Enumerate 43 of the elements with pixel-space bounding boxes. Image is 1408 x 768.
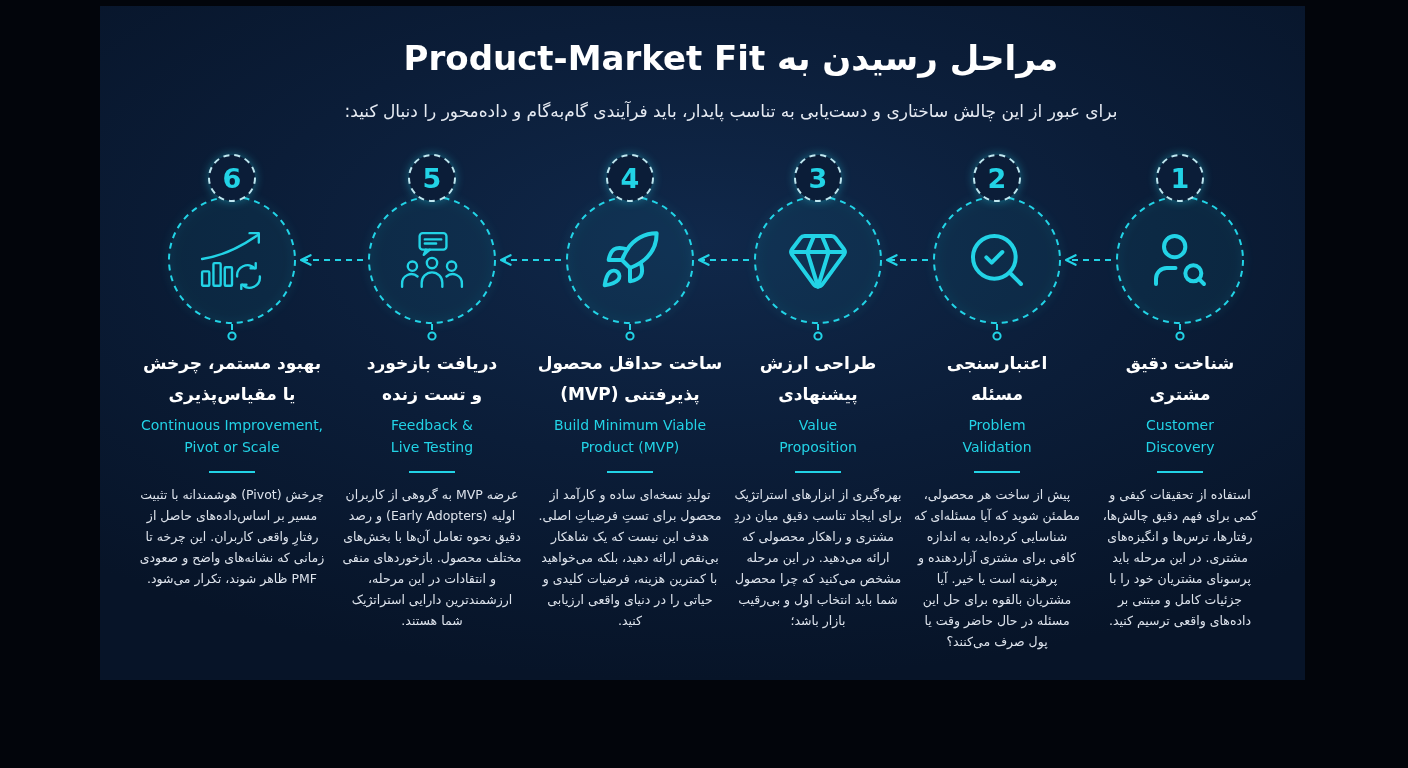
step-subtitle: Continuous Improvement, Pivot or Scale bbox=[139, 416, 325, 457]
dashed-arrow bbox=[299, 254, 364, 266]
step-title: ساخت حداقل محصول پذیرفتنی (MVP) bbox=[536, 352, 724, 407]
dashed-dot-connector bbox=[1175, 323, 1185, 341]
dashed-circle bbox=[1116, 196, 1244, 324]
step-description: چرخش (Pivot) هوشمندانه با تثبیت مسیر بر اساس‌داده‌های حاصل از رفتارِ واقعی کاربران. این چرخه تا زمانی که نشانه‌های واضح و صعودی PMF ظاهر شوند، تکرار می‌شود. bbox=[138, 486, 326, 589]
step-title: اعتبارسنجی مسئله bbox=[945, 352, 1049, 406]
step-number: 1 bbox=[1156, 154, 1204, 202]
step-description: عرضه MVP به گروهی از کاربران اولیه (Early Adopters) و رصد دقیق نحوه تعامل آن‌ها با بخش‌های مختلف محصول. بازخوردهای منفی و انتقادات در این مرحله، ارزشمندترین دارایی استراتژیک شما هستند. bbox=[341, 486, 523, 630]
step-number: 3 bbox=[794, 154, 842, 202]
dashed-circle bbox=[566, 196, 694, 324]
dashed-arrow bbox=[697, 254, 750, 266]
dashed-circle bbox=[754, 196, 882, 324]
dashed-dot-connector bbox=[992, 323, 1002, 341]
dashed-arrow bbox=[885, 254, 929, 266]
step-description: استفاده از تحقیقات کیفی و کمی برای فهم دقیق چالش‌ها، رفتارها، ترس‌ها و انگیزه‌های مشتری. در این مرحله باید پرسونای مشتریان خود را با جزئیات کامل و مبتنی بر داده‌های واقعی ترسیم کنید. bbox=[1101, 486, 1259, 631]
dashed-circle bbox=[168, 196, 296, 324]
subtitle: برای عبور از این چالش ساختاری و دست‌یابی به تناسب پایدار، باید فرآیندی گام‌به‌گام و داده‌محور را دنبال کنید: bbox=[344, 100, 1118, 124]
step-description: پیش از ساخت هر محصولی، مطمئن شوید که آیا مسئله‌ای که شناسایی کرده‌اید، به اندازه کافی برای مشتری آزاردهنده و پرهزینه است یا خیر. آیا مشتریان بالقوه برای حل این مسئله در حال حاضر وقت یا پول صرف می‌کنند؟ bbox=[913, 486, 1081, 652]
step-number: 2 bbox=[973, 154, 1021, 202]
step-number: 4 bbox=[606, 154, 654, 202]
dashed-arrow bbox=[1064, 254, 1112, 266]
step-subtitle: Value Proposition bbox=[778, 416, 858, 457]
step-subtitle: Feedback & Live Testing bbox=[389, 416, 475, 457]
dashed-circle bbox=[368, 196, 496, 324]
dashed-dot-connector bbox=[813, 323, 823, 341]
step-title: طراحی ارزش پیشنهادی bbox=[758, 352, 878, 407]
step-subtitle: Customer Discovery bbox=[1144, 416, 1216, 457]
dashed-circle bbox=[933, 196, 1061, 324]
step-title: دریافت بازخورد و تست زنده bbox=[365, 352, 499, 406]
dashed-dot-connector bbox=[625, 323, 635, 341]
step-description: تولیدِ نسخه‌ای ساده و کارآمد از محصول برای تستِ فرضیاتِ اصلی. هدف این نیست که یک شاهکار بی‌نقص ارائه دهید، بلکه می‌خواهید با کمترین هزینه، فرضیات کلیدی و حیاتی را در دنیای واقعی ارزیابی کنید. bbox=[537, 486, 723, 630]
step-number: 5 bbox=[408, 154, 456, 202]
step-number: 6 bbox=[208, 154, 256, 202]
step-subtitle: Build Minimum Viable Product (MVP) bbox=[552, 416, 708, 457]
dashed-dot-connector bbox=[227, 323, 237, 341]
step-title: بهبود مستمر، چرخش یا مقیاس‌پذیری bbox=[141, 352, 323, 407]
step-description: بهره‌گیری از ابزارهای استراتژیک برای ایجاد تناسب دقیق میان دردِ مشتری و راهکار محصولی که ارائه می‌دهید. در این مرحله مشخص می‌کنید که چرا محصول شما باید انتخاب اول و بی‌رقیب بازار باشد؛ bbox=[732, 486, 904, 631]
step-subtitle: Problem Validation bbox=[961, 416, 1033, 457]
step-title: شناخت دقیق مشتری bbox=[1124, 352, 1236, 407]
title: مراحل رسیدن به Product-Market Fit bbox=[403, 37, 1059, 80]
dashed-arrow bbox=[499, 254, 562, 266]
dashed-dot-connector bbox=[427, 323, 437, 341]
